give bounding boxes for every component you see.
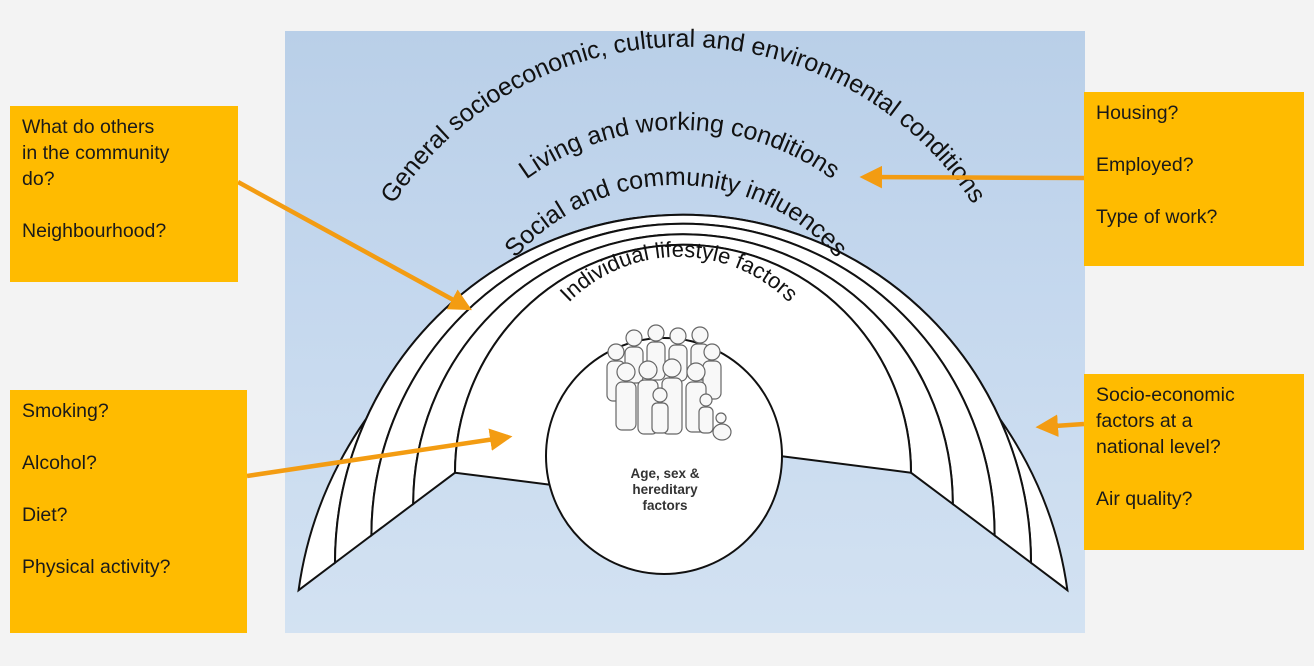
note-text: do? (22, 168, 55, 190)
core-circle (545, 337, 783, 575)
note-text: in the community (22, 142, 170, 164)
arrow-environment (1035, 414, 1085, 437)
note-text: Physical activity? (22, 556, 171, 578)
arrow-community (236, 180, 472, 311)
note-text: Employed? (1096, 154, 1194, 176)
note-text: Type of work? (1096, 206, 1218, 228)
core-label-line: factors (642, 498, 688, 513)
note-text: Housing? (1096, 102, 1179, 124)
note-living: Housing? Employed? Type of work? (1084, 92, 1304, 266)
core-label: Age, sex & hereditary factors (610, 466, 720, 514)
people-illustration-icon (606, 324, 732, 441)
note-text: Diet? (22, 504, 68, 526)
note-text: Socio-economic (1096, 384, 1235, 406)
note-text: Air quality? (1096, 488, 1193, 510)
arrow-lifestyle (246, 428, 513, 479)
note-environment: Socio-economic factors at a national lev… (1084, 374, 1304, 550)
note-text: factors at a (1096, 410, 1193, 432)
core-label-line: hereditary (632, 482, 698, 497)
note-text: Smoking? (22, 400, 109, 422)
note-text: What do others (22, 116, 155, 138)
note-text: national level? (1096, 436, 1221, 458)
note-text: Alcohol? (22, 452, 97, 474)
note-community: What do others in the community do? Neig… (10, 106, 238, 282)
note-text: Neighbourhood? (22, 220, 167, 242)
core-label-line: Age, sex & (630, 466, 700, 481)
arrow-living (859, 165, 1085, 189)
note-lifestyle: Smoking? Alcohol? Diet? Physical activit… (10, 390, 247, 633)
